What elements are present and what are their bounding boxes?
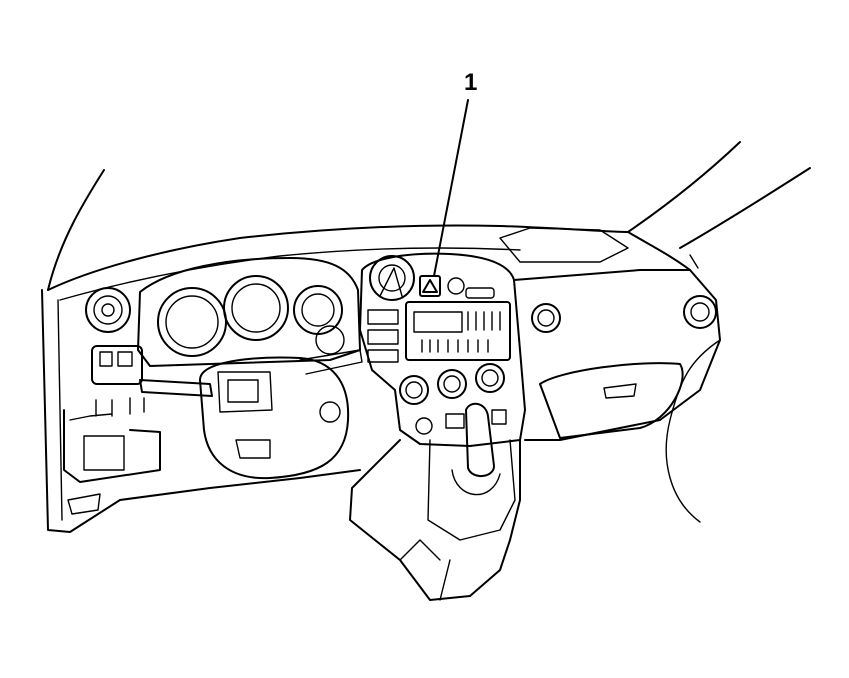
left-side-panel — [41, 287, 361, 533]
callout-label-1: 1 — [464, 69, 478, 96]
windshield-outline — [47, 141, 811, 291]
left-switch-panel — [91, 345, 143, 385]
climate-controls — [399, 363, 507, 435]
fuse-box-area — [63, 397, 161, 515]
steering-column — [139, 349, 363, 480]
shifter-console — [349, 402, 521, 601]
hazard-warning-switch — [419, 275, 465, 297]
center-stack — [359, 252, 526, 447]
audio-head-unit — [405, 287, 511, 361]
callout-leader-line — [433, 99, 469, 277]
dashboard-top-edge — [47, 224, 691, 301]
instrument-cluster — [137, 257, 361, 367]
right-dashboard — [513, 269, 721, 523]
